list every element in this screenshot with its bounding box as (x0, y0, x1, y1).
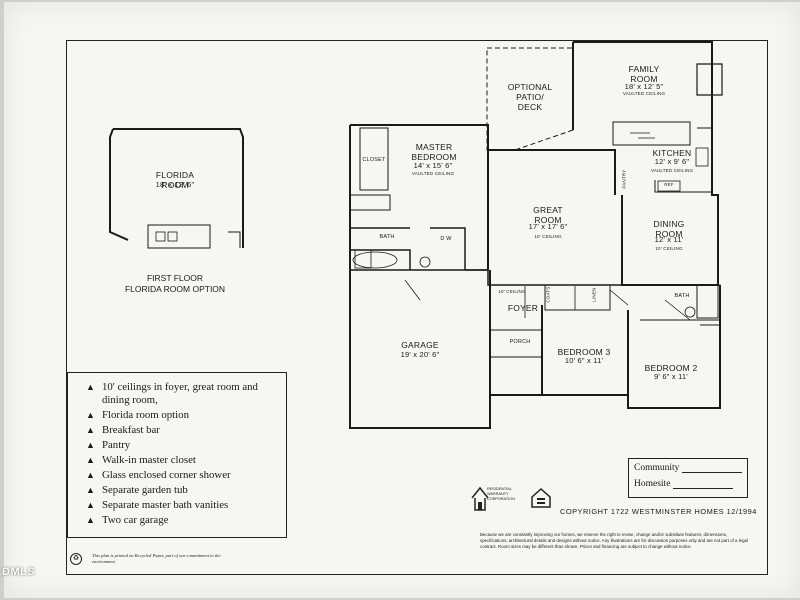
garage-name: GARAGE (401, 340, 439, 350)
bedroom3-name: BEDROOM 3 (557, 347, 611, 357)
patio-label-line1: OPTIONAL (507, 82, 553, 92)
feature-item: Separate garden tub (86, 484, 286, 497)
kitchen-ceiling: VAULTED CEILING (650, 168, 694, 173)
great-room-ceiling: 10' CEILING (534, 234, 562, 239)
patio-label-line2: PATIO/ (516, 91, 544, 102)
family-room-name-line1: FAMILY (628, 64, 660, 74)
pantry-label: PANTRY (621, 169, 627, 189)
watermark-label: DMLS (2, 566, 36, 578)
dining-room-size: 12' x 11' (654, 235, 684, 244)
community-line (682, 472, 743, 473)
feature-item: Florida room option (86, 409, 286, 422)
florida-option-title: FIRST FLOOR FLORIDA ROOM OPTION (110, 273, 240, 296)
bedroom2-name: BEDROOM 2 (644, 363, 698, 373)
great-room-name-line2: ROOM (534, 214, 562, 225)
kitchen-name: KITCHEN (652, 148, 692, 158)
rwc-logo-text: RESIDENTIAL WARRANTY CORPORATION (487, 487, 515, 502)
features-box: 10' ceilings in foyer, great room and di… (67, 372, 287, 538)
homesite-label: Homesite (634, 479, 671, 489)
copyright-text: COPYRIGHT 1722 WESTMINSTER HOMES 12/1994 (560, 507, 757, 516)
feature-item: Separate master bath vanities (86, 499, 286, 512)
dining-room-label: DINING ROOM (646, 219, 692, 240)
porch-label: PORCH (509, 339, 531, 345)
master-bedroom-name-line2: BEDROOM (411, 151, 457, 162)
patio-label: OPTIONAL PATIO/ DECK (505, 82, 555, 112)
kitchen-size: 12' x 9' 6" (654, 157, 690, 166)
homesite-line (673, 488, 734, 489)
feature-item: Walk-in master closet (86, 454, 286, 467)
master-bedroom-size: 14' x 15' 6" (413, 161, 453, 170)
dining-room-name-line2: ROOM (655, 228, 683, 239)
bedroom2-size: 9' 6" x 11' (654, 372, 688, 381)
florida-room-size: 18' x 12' 6" (155, 180, 195, 189)
recycle-icon: ♻ (70, 553, 82, 565)
bedroom3-size: 10' 6" x 11' (564, 356, 604, 365)
feature-item: Pantry (86, 439, 286, 452)
dining-room-ceiling: 10' CEILING (655, 246, 683, 251)
family-room-label: FAMILY ROOM (616, 64, 672, 85)
ref-label: REF (664, 182, 674, 187)
dining-room-name-line1: DINING (653, 219, 685, 229)
florida-option-title-line2: FLORIDA ROOM OPTION (124, 284, 226, 295)
rwc-text-line1: RESIDENTIAL (487, 487, 512, 491)
family-room-size: 18' x 12' 5" (624, 82, 664, 91)
foyer-label: FOYER (507, 303, 539, 313)
foyer-ceiling: 10' CEILING (498, 289, 526, 294)
feature-item: 10' ceilings in foyer, great room and di… (86, 381, 286, 407)
feature-item: Glass enclosed corner shower (86, 469, 286, 482)
rwc-text-line3: CORPORATION (487, 497, 515, 502)
master-bedroom-name-line1: MASTER (415, 142, 453, 152)
great-room-label: GREAT ROOM (525, 205, 571, 226)
master-bath-label: BATH (379, 234, 395, 240)
florida-option-title-line1: FIRST FLOOR (146, 273, 204, 283)
great-room-size: 17' x 17' 6" (528, 222, 568, 231)
coats-label: COATS (545, 286, 551, 303)
plan-border (66, 40, 768, 575)
feature-item: Breakfast bar (86, 424, 286, 437)
dishwasher-label: D W (440, 236, 452, 242)
features-list: 10' ceilings in foyer, great room and di… (68, 373, 286, 527)
recycled-paper-note: This plan is printed on Recycled Paper, … (92, 553, 221, 564)
community-label: Community (634, 463, 680, 473)
closet-label: CLOSET (362, 157, 386, 163)
master-bedroom-label: MASTER BEDROOM (406, 142, 462, 163)
rwc-text-line2: WARRANTY (487, 492, 509, 497)
equal-housing-icon (531, 487, 551, 508)
garage-size: 19' x 20' 6" (400, 350, 440, 359)
linen-label: LINEN (591, 287, 597, 302)
feature-item: Two car garage (86, 514, 286, 527)
disclaimer-text: Because we are constantly improving our … (480, 532, 748, 549)
florida-room-walls (109, 128, 244, 248)
patio-label-line3: DECK (517, 101, 543, 112)
rwc-logo-icon (471, 486, 489, 511)
community-homesite-box: Community Homesite (628, 458, 748, 498)
hall-bath-label: BATH (674, 293, 690, 299)
patio-outline (486, 47, 574, 151)
family-room-ceiling: VAULTED CEILING (622, 91, 666, 96)
family-room-name-line2: ROOM (630, 73, 658, 84)
great-room-name-line1: GREAT (533, 205, 563, 215)
florida-room-name: FLORIDA ROOM (155, 170, 195, 190)
master-bedroom-ceiling: VAULTED CEILING (411, 171, 455, 176)
